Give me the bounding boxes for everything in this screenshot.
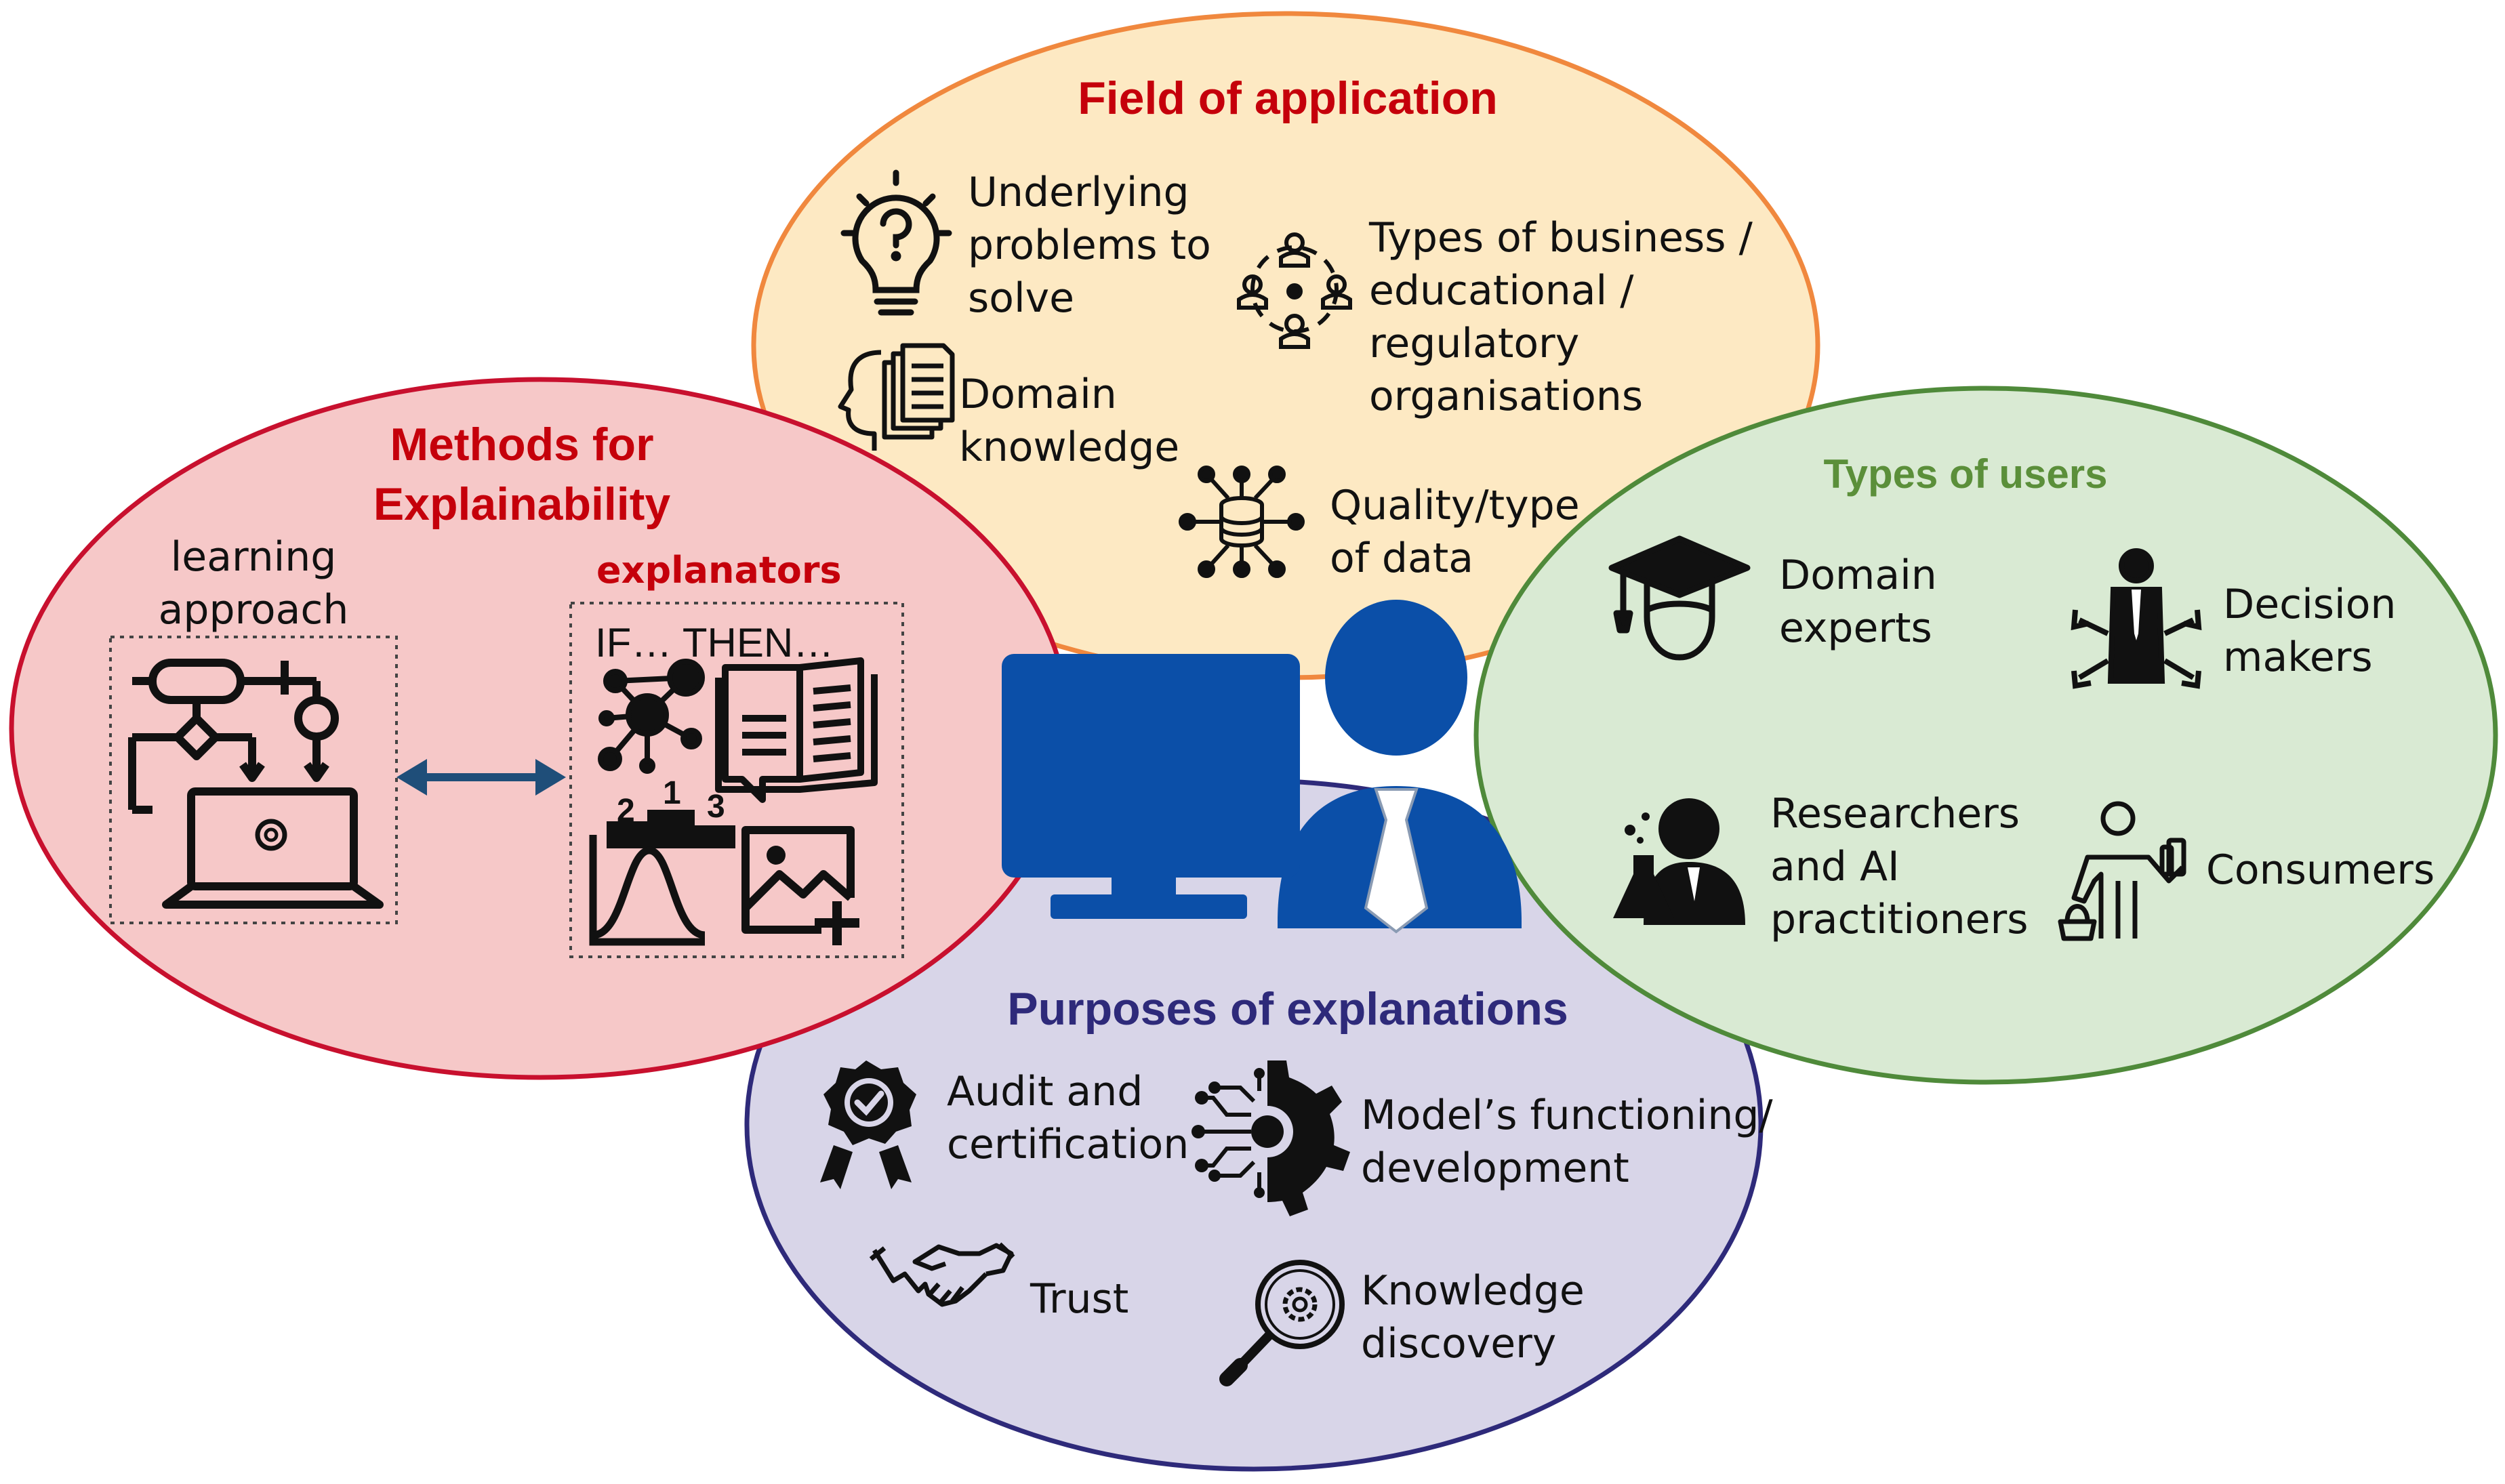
- magnifier-gear-icon: [1219, 1260, 1345, 1386]
- users-title: Types of users: [1823, 451, 2108, 497]
- users-item-line: practitioners: [1770, 896, 2029, 943]
- field-item-domain-knowledge: Domain knowledge: [959, 368, 1179, 474]
- learning-approach-line: approach: [158, 586, 349, 634]
- learning-approach-box: [109, 636, 398, 924]
- rank-number-1: 1: [663, 775, 681, 811]
- users-item-researchers: Researchers and AI practitioners: [1770, 787, 2028, 946]
- head-documents-icon: [838, 343, 955, 451]
- rank-number-3: 3: [707, 789, 725, 825]
- decision-maker-icon: [2071, 548, 2202, 689]
- flowchart-laptop-icon: [128, 659, 384, 909]
- users-item-line: experts: [1779, 604, 1932, 652]
- field-item-quality-of-data: Quality/type of data: [1330, 479, 1580, 585]
- users-item-line: and AI: [1770, 843, 1900, 890]
- field-item-line: Domain: [959, 371, 1117, 418]
- purposes-item-line: Trust: [1030, 1275, 1129, 1323]
- field-item-line: solve: [968, 274, 1075, 322]
- purposes-item-line: Knowledge: [1361, 1267, 1585, 1315]
- purposes-item-line: discovery: [1361, 1320, 1557, 1367]
- certification-badge-icon: [820, 1060, 916, 1189]
- organisation-network-icon: [1237, 232, 1352, 349]
- distribution-icon: [589, 835, 706, 946]
- purposes-item-audit: Audit and certification: [947, 1065, 1189, 1171]
- methods-title-line-1: Methods for: [390, 419, 654, 470]
- methods-title-line-2: Explainability: [373, 478, 671, 530]
- users-item-line: Domain: [1779, 552, 1937, 599]
- explanators-label: explanators: [596, 549, 842, 592]
- field-item-line: educational /: [1369, 267, 1634, 314]
- field-item-line: knowledge: [959, 424, 1180, 471]
- learning-approach-label: learning approach: [152, 531, 355, 636]
- circuit-gear-icon: [1192, 1060, 1350, 1216]
- purposes-item-model-functioning: Model’s functioning/ development: [1361, 1089, 1773, 1195]
- purposes-item-line: certification: [947, 1121, 1189, 1168]
- field-item-line: Quality/type: [1330, 482, 1580, 529]
- field-item-types-of-business: Types of business / educational / regula…: [1369, 211, 1753, 423]
- image-add-icon: [741, 826, 859, 945]
- handshake-icon: [869, 1242, 1015, 1307]
- users-item-consumers: Consumers: [2206, 844, 2435, 896]
- field-item-underlying-problems: Underlying problems to solve: [968, 166, 1211, 325]
- users-item-line: Decision: [2223, 581, 2397, 628]
- consumer-basket-icon: [2058, 801, 2186, 941]
- graduate-icon: [1608, 535, 1751, 661]
- users-item-domain-experts: Domain experts: [1779, 549, 1937, 655]
- users-item-decision-makers: Decision makers: [2223, 578, 2396, 684]
- rank-number-2: 2: [617, 793, 635, 829]
- purposes-item-line: development: [1361, 1145, 1629, 1192]
- purposes-item-line: Model’s functioning/: [1361, 1092, 1773, 1139]
- podium-icon: [607, 810, 735, 848]
- purposes-item-line: Audit and: [947, 1068, 1143, 1115]
- users-item-line: Consumers: [2206, 846, 2435, 894]
- methods-title: Methods for Explainability: [319, 415, 725, 534]
- graph-nodes-icon: [598, 659, 705, 774]
- user-computer-icon: [1002, 600, 1522, 934]
- purposes-item-trust: Trust: [1030, 1273, 1128, 1325]
- field-title: Field of application: [1078, 73, 1498, 124]
- learning-approach-line: learning: [170, 533, 337, 581]
- field-item-line: regulatory: [1369, 320, 1580, 367]
- purposes-item-knowledge-discovery: Knowledge discovery: [1361, 1264, 1585, 1370]
- researcher-flask-icon: [1613, 798, 1745, 925]
- field-item-line: Underlying: [968, 169, 1189, 216]
- book-icon: [715, 657, 878, 803]
- database-network-icon: [1179, 466, 1305, 578]
- field-item-line: Types of business /: [1369, 214, 1753, 262]
- if-then-label: IF… THEN…: [595, 620, 834, 665]
- field-item-line: organisations: [1369, 373, 1644, 420]
- double-arrow-icon: [396, 759, 566, 796]
- users-item-line: Researchers: [1770, 790, 2020, 838]
- field-item-line: of data: [1330, 535, 1474, 582]
- purposes-title: Purposes of explanations: [1007, 983, 1568, 1035]
- users-item-line: makers: [2223, 634, 2373, 681]
- lightbulb-question-icon: [840, 169, 952, 316]
- field-item-line: problems to: [968, 222, 1211, 269]
